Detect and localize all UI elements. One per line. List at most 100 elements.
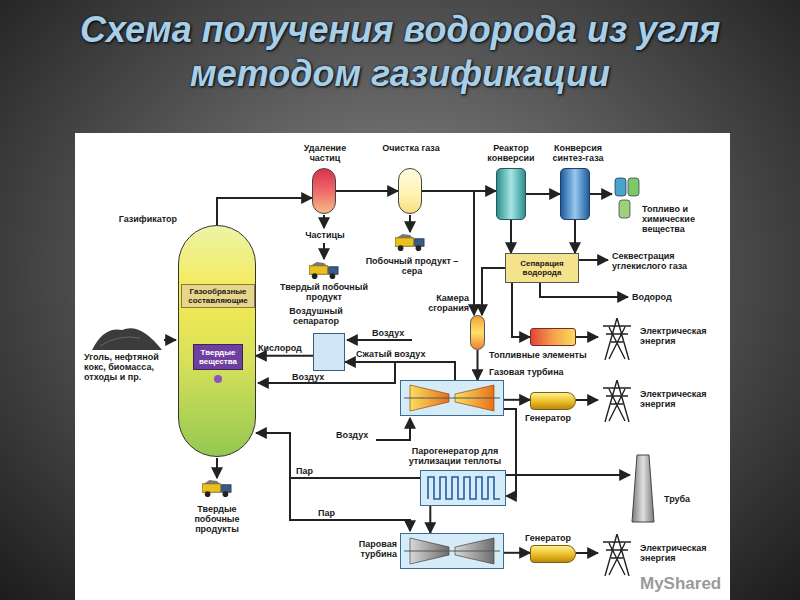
flow-label: Труба <box>664 494 714 504</box>
flow-arrow <box>526 193 560 195</box>
node-heading: Реактор конверсии <box>477 143 545 163</box>
product-tanks <box>615 178 639 218</box>
gasifier-vessel: ГазификаторГазообразные составляющиеТвер… <box>178 225 256 457</box>
flow-lines <box>576 399 598 401</box>
generator: Генератор <box>530 545 576 563</box>
gas-turbine-picture <box>400 380 504 416</box>
combustion-chamber: Камера сгорания <box>470 315 485 350</box>
flow-arrow <box>574 220 576 253</box>
flow-label: Пар <box>318 508 348 518</box>
gas-turbine-picture <box>400 380 504 416</box>
flow-lines <box>576 552 598 554</box>
chimney-stack <box>632 455 654 522</box>
steam-turbine-picture <box>400 533 504 569</box>
particle-filter: Удаление частиц <box>312 168 336 214</box>
flow-arrow <box>504 399 530 401</box>
flow-arrow <box>256 355 313 357</box>
gas-cleaner: Очистка газа <box>398 168 422 214</box>
flow-arrow <box>482 268 505 315</box>
coal-pile <box>92 328 162 350</box>
node-heading: Генератор <box>519 533 577 543</box>
node-heading: Газовая турбина <box>489 367 589 377</box>
flow-label: Уголь, нефтяной кокс, биомасса, отходы и… <box>84 352 174 382</box>
flow-label: Воздух <box>372 328 416 338</box>
power-towers <box>603 318 631 576</box>
flow-label: Частицы <box>300 230 350 240</box>
coal-pile <box>100 337 140 346</box>
product-tanks <box>628 178 639 196</box>
flow-label: Сжатый воздух <box>356 349 432 359</box>
gas-zone-box: Газообразные составляющие <box>181 284 255 308</box>
flow-label: Воздух <box>336 430 376 440</box>
node-heading: Конверсия синтез-газа <box>546 143 610 163</box>
heat-recovery-coil <box>420 470 506 506</box>
node-heading: Удаление частиц <box>291 143 359 163</box>
flow-arrow <box>345 362 455 380</box>
heat-recovery-coil <box>428 477 500 499</box>
flow-label: Электрическая энергия <box>640 389 726 409</box>
flow-label: Пар <box>296 466 326 476</box>
flow-arrow <box>217 198 312 225</box>
chimney-stack <box>632 455 654 522</box>
flow-lines <box>506 474 630 476</box>
flow-label: Водород <box>632 292 702 302</box>
gas-turbine: Газовая турбина <box>400 380 504 416</box>
flow-lines <box>323 215 325 228</box>
node-heading: Парогенератор для утилизации теплоты <box>399 446 511 466</box>
flow-lines <box>290 478 410 531</box>
node-heading: Топливные элементы <box>489 350 599 360</box>
power-towers <box>603 318 631 360</box>
flow-lines <box>217 194 630 553</box>
trucks <box>202 480 231 497</box>
fuel-cells: Топливные элементы <box>530 328 576 346</box>
flow-lines <box>347 339 412 341</box>
flow-label: Твердый побочный продукт <box>276 282 372 302</box>
heat-recovery-coil <box>420 470 506 506</box>
shift-reactor: Реактор конверсии <box>496 168 526 220</box>
steam-turbine-picture <box>400 533 504 569</box>
flow-label: Побочный продукт – сера <box>360 256 464 276</box>
flow-arrow <box>429 506 431 533</box>
heat-recovery-boiler: Парогенератор для утилизации теплоты <box>420 470 506 506</box>
node-heading: Генератор <box>519 413 577 423</box>
flow-lines <box>590 193 612 195</box>
flow-arrow <box>512 283 530 337</box>
steam-turbine-picture <box>404 550 500 551</box>
node-heading: Воздушный сепаратор <box>283 306 349 326</box>
product-tanks <box>619 200 630 218</box>
flow-arrow <box>477 350 479 380</box>
steam-turbine: Паровая турбина <box>400 533 504 569</box>
slide-title: Схема получения водорода из угля методом… <box>50 8 750 96</box>
generator: Генератор <box>530 392 576 410</box>
gas-turbine-picture <box>404 397 500 398</box>
flow-arrow <box>336 190 398 192</box>
trucks <box>309 262 338 279</box>
feed-arrow <box>164 339 176 341</box>
power-towers <box>603 380 631 422</box>
flow-label: Электрическая энергия <box>640 543 726 563</box>
node-heading: Паровая турбина <box>341 539 397 559</box>
node-label: Газообразные составляющие <box>182 287 254 305</box>
flow-lines <box>323 243 325 259</box>
solids-zone-box: Твердые вещества <box>193 344 243 370</box>
coal-pile <box>92 328 162 350</box>
flow-arrow <box>510 220 512 253</box>
node-heading: Камера сгорания <box>413 293 469 313</box>
hydrogen-separator: Сепарация водорода <box>505 253 579 283</box>
flow-label: Твердые побочные продукты <box>178 504 256 534</box>
node-label: Сепарация водорода <box>506 259 578 277</box>
feed-arrow <box>164 340 176 341</box>
node-label: Твердые вещества <box>194 348 242 366</box>
air-separator: Воздушный сепаратор <box>313 333 345 371</box>
flow-label: Секвестрация углекислого газа <box>612 251 720 271</box>
flow-lines <box>409 215 411 232</box>
trucks <box>395 234 424 251</box>
node-heading: Очистка газа <box>379 143 443 153</box>
flow-label: Кислород <box>258 343 310 353</box>
flow-label: Воздух <box>292 372 336 382</box>
flow-lines <box>579 259 608 261</box>
flow-arrow <box>504 552 530 554</box>
power-towers <box>603 534 631 576</box>
syngas-converter: Конверсия синтез-газа <box>560 168 590 220</box>
flow-label: Топливо и химические вещества <box>642 204 722 234</box>
